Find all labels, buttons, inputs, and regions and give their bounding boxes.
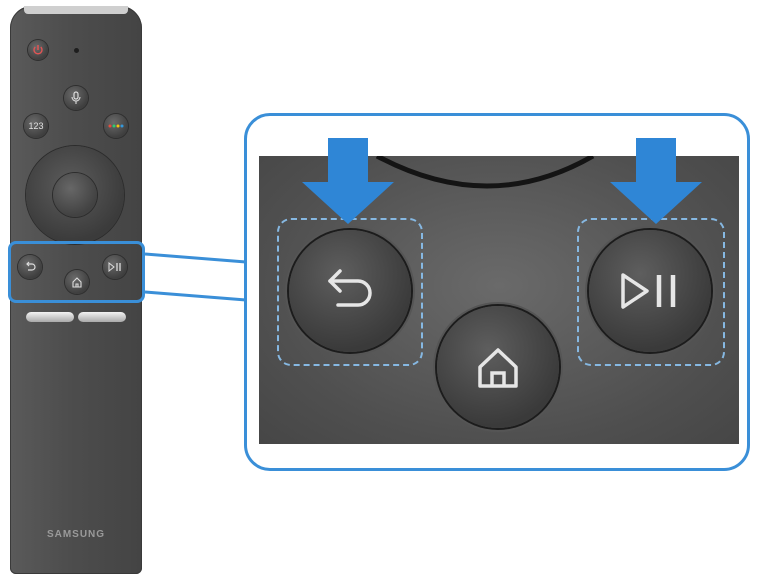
numeric-button[interactable]: 123: [24, 114, 48, 138]
dpad-arc: [375, 156, 595, 189]
arrow-down-icon: [610, 138, 702, 224]
play-pause-button-small[interactable]: [103, 255, 127, 279]
arrow-down-icon: [302, 138, 394, 224]
play-pause-icon: [621, 273, 676, 309]
home-button[interactable]: [437, 306, 559, 428]
return-button[interactable]: [289, 230, 411, 352]
play-pause-icon: [108, 262, 121, 272]
microphone-icon: [71, 91, 81, 104]
directional-pad[interactable]: [26, 146, 124, 244]
numeric-label: 123: [28, 121, 44, 131]
brand-logo: SAMSUNG: [46, 529, 106, 540]
select-button[interactable]: [53, 173, 97, 217]
remote-control: 123 SAMSUNG: [10, 6, 142, 574]
power-button[interactable]: [28, 40, 48, 60]
return-icon: [26, 261, 36, 271]
play-pause-button[interactable]: [589, 230, 711, 352]
home-button-small[interactable]: [65, 270, 89, 294]
return-button-small[interactable]: [18, 255, 42, 279]
home-icon: [478, 348, 518, 388]
remote-top-edge: [24, 6, 128, 14]
volume-rocker[interactable]: [26, 312, 74, 322]
mic-pinhole: [74, 48, 79, 53]
home-icon: [72, 277, 82, 288]
remote-highlight-box: [8, 241, 145, 303]
power-icon: [33, 45, 43, 55]
voice-button[interactable]: [64, 86, 88, 110]
color-dots-icon: [108, 124, 124, 128]
color-button[interactable]: [104, 114, 128, 138]
return-icon: [328, 269, 372, 307]
channel-rocker[interactable]: [78, 312, 126, 322]
